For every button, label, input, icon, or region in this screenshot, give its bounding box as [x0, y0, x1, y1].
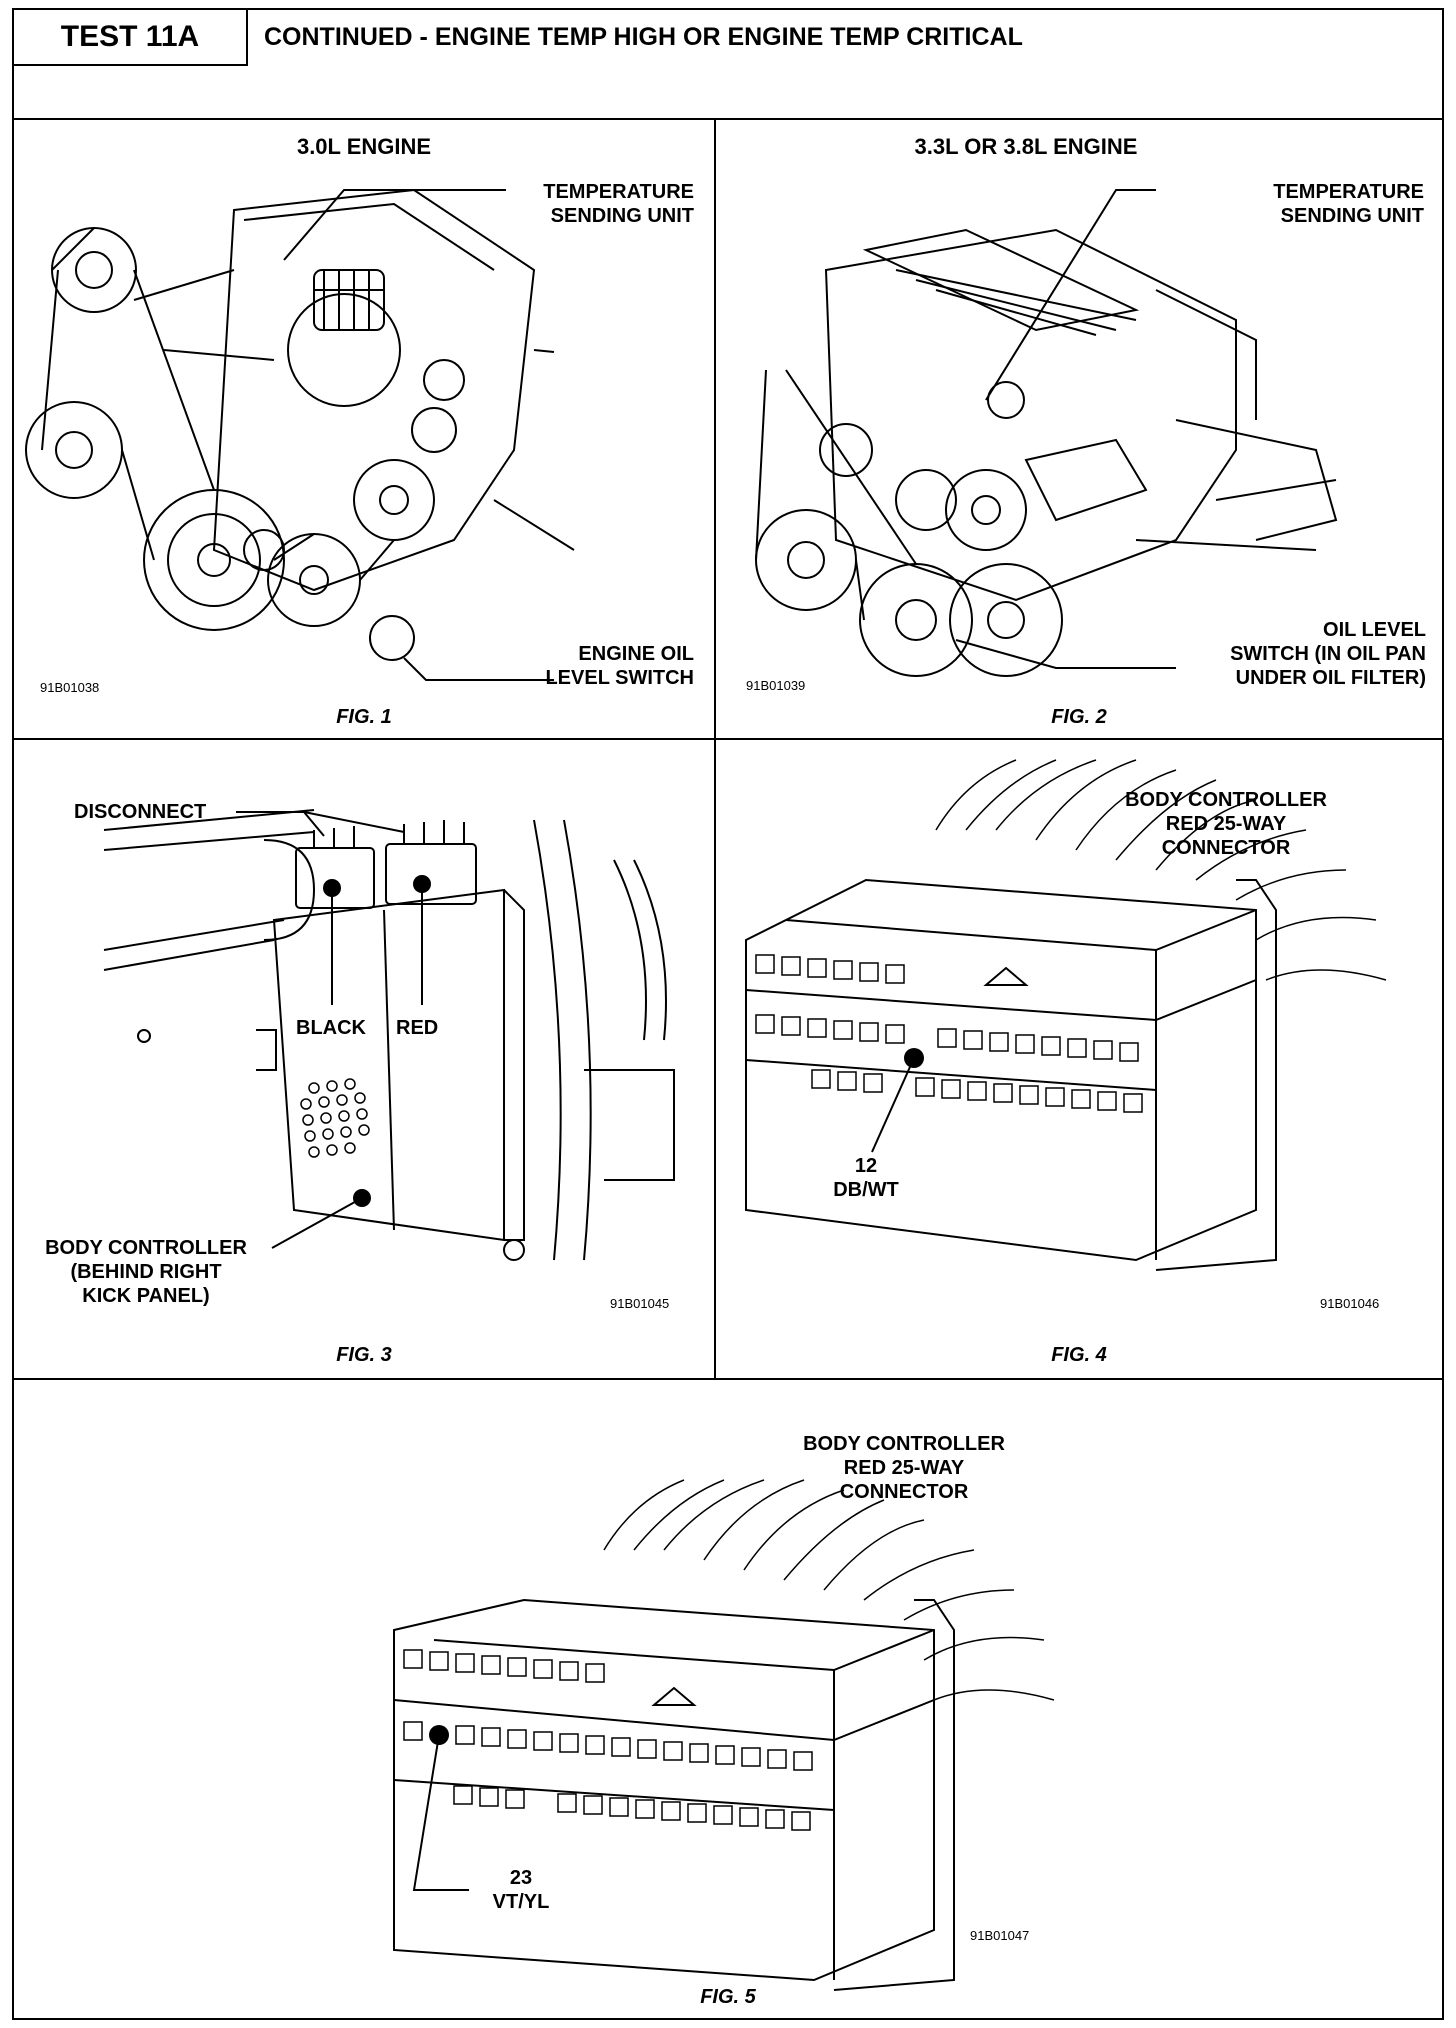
page-frame: TEST 11A CONTINUED - ENGINE TEMP HIGH OR…	[12, 8, 1444, 2020]
figure-3-label-red: RED	[396, 1017, 439, 1039]
engine-3-0l-illustration	[25, 188, 575, 681]
figure-1-panel: 3.0L ENGINE	[14, 120, 714, 738]
grid-divider-row1	[14, 738, 1442, 740]
figure-2-panel: 3.3L OR 3.8L ENGINE	[716, 120, 1442, 738]
header: TEST 11A CONTINUED - ENGINE TEMP HIGH OR…	[14, 10, 1442, 120]
figure-2-code: 91B01039	[746, 678, 806, 693]
connector-25-way-pin23-illustration	[393, 1479, 1055, 1991]
figure-3-label-black: BLACK	[296, 1017, 366, 1039]
figure-3-panel: DISCONNECT BLACK RED BODY CONTROLLER(BEH…	[14, 740, 714, 1378]
figure-3-code: 91B01045	[610, 1296, 670, 1311]
connector-25-way-illustration	[745, 759, 1387, 1271]
figure-2-caption: FIG. 2	[1051, 706, 1107, 728]
body-controller-illustration	[103, 809, 675, 1261]
figure-1-caption: FIG. 1	[336, 706, 392, 728]
figure-4-caption: FIG. 4	[1051, 1344, 1107, 1366]
figure-3-label-disconnect: DISCONNECT	[74, 801, 207, 823]
figure-1-code: 91B01038	[40, 680, 100, 695]
figure-3-caption: FIG. 3	[336, 1344, 392, 1366]
figure-5-code: 91B01047	[970, 1928, 1030, 1943]
test-id: TEST 11A	[14, 10, 248, 66]
figure-2-title: 3.3L OR 3.8L ENGINE	[914, 134, 1138, 159]
figure-1-title: 3.0L ENGINE	[296, 134, 432, 159]
grid-divider-vertical	[714, 118, 716, 1378]
grid-divider-row2	[14, 1378, 1442, 1380]
figure-5-caption: FIG. 5	[700, 1986, 756, 2008]
engine-3-3l-3-8l-illustration	[755, 189, 1338, 677]
figure-4-code: 91B01046	[1320, 1296, 1380, 1311]
page-title: CONTINUED - ENGINE TEMP HIGH OR ENGINE T…	[264, 23, 1023, 51]
